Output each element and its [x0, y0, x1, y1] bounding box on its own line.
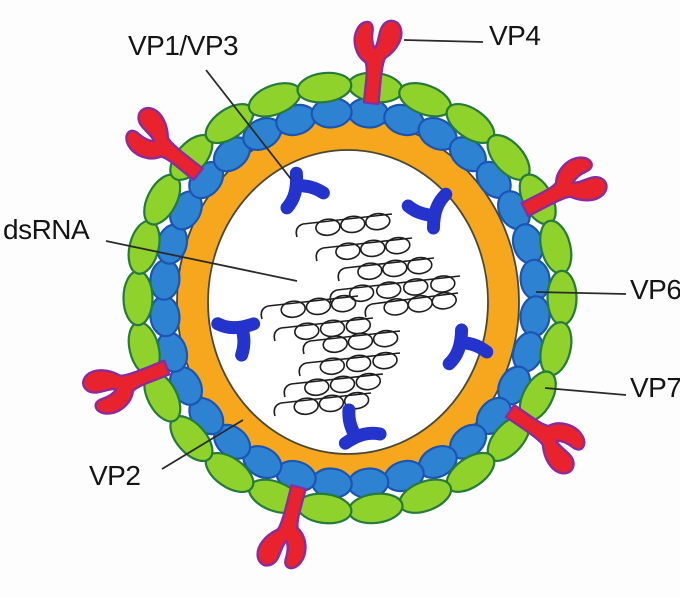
pointer-lines — [105, 39, 627, 470]
pointer-line-vp6 — [535, 291, 627, 295]
pointer-line-dsrna — [105, 240, 298, 282]
label-vp1-vp3: VP1/VP3 — [128, 30, 239, 61]
label-vp6: VP6 — [630, 274, 680, 305]
dsrna-genome — [260, 212, 461, 417]
vp2-inner-edge — [207, 149, 489, 455]
pointer-line-vp2 — [161, 419, 244, 470]
vp4-spikes — [82, 19, 608, 570]
label-vp2: VP2 — [89, 460, 141, 491]
pointer-line-vp4 — [403, 39, 484, 43]
vp6-ring — [149, 97, 551, 499]
label-vp7: VP7 — [630, 372, 680, 403]
core-background — [209, 151, 487, 453]
vp1-vp3-blobs — [211, 166, 494, 450]
label-dsrna: dsRNA — [3, 214, 90, 245]
vp7-ring — [122, 71, 578, 525]
label-vp4: VP4 — [489, 20, 541, 51]
vp2-band — [177, 119, 519, 485]
pointer-line-vp1-vp3 — [205, 69, 292, 180]
pointer-line-vp7 — [544, 387, 627, 396]
vp2-ring — [176, 118, 520, 486]
